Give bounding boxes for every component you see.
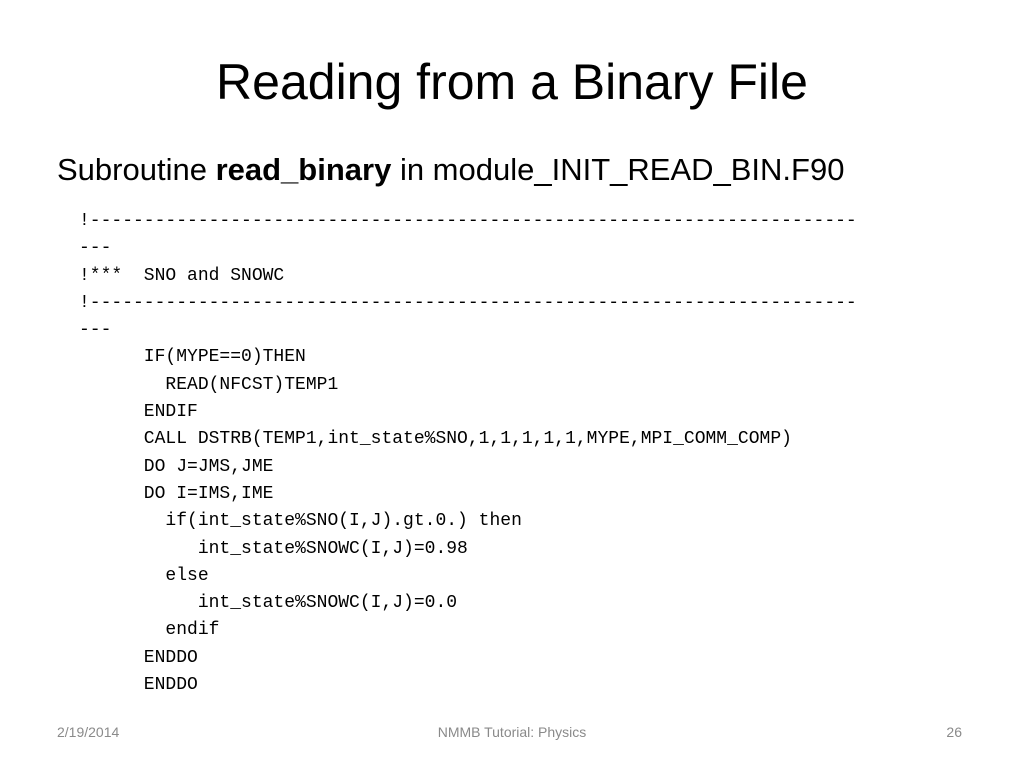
subtitle-suffix: in module_INIT_READ_BIN.F90 <box>391 152 845 187</box>
subtitle-prefix: Subroutine <box>57 152 216 187</box>
code-line: else <box>79 565 209 586</box>
code-line: !---------------------------------------… <box>79 211 857 231</box>
code-line: ENDDO <box>79 647 198 668</box>
code-line: ENDDO <box>79 675 198 696</box>
slide-title: Reading from a Binary File <box>216 54 808 110</box>
code-line: CALL DSTRB(TEMP1,int_state%SNO,1,1,1,1,1… <box>79 429 792 450</box>
code-line: --- <box>79 238 112 259</box>
code-line: !*** SNO and SNOWC <box>79 265 285 286</box>
code-line: endif <box>79 620 220 641</box>
footer-page-number: 26 <box>946 724 962 740</box>
code-block: !---------------------------------------… <box>79 208 857 699</box>
code-line: DO I=IMS,IME <box>79 483 274 504</box>
code-line: ENDIF <box>79 402 198 423</box>
code-line: READ(NFCST)TEMP1 <box>79 374 339 395</box>
code-line: int_state%SNOWC(I,J)=0.0 <box>79 593 458 614</box>
code-line: IF(MYPE==0)THEN <box>79 347 306 368</box>
code-line: DO J=JMS,JME <box>79 456 274 477</box>
code-line: if(int_state%SNO(I,J).gt.0.) then <box>79 511 522 532</box>
code-line: !---------------------------------------… <box>79 292 857 313</box>
footer-title: NMMB Tutorial: Physics <box>437 724 587 740</box>
code-line: --- <box>79 320 112 341</box>
footer-date: 2/19/2014 <box>57 724 120 740</box>
slide-subtitle: Subroutine read_binary in module_INIT_RE… <box>57 150 844 190</box>
code-line: int_state%SNOWC(I,J)=0.98 <box>79 538 468 559</box>
subtitle-routine-name: read_binary <box>215 152 392 187</box>
